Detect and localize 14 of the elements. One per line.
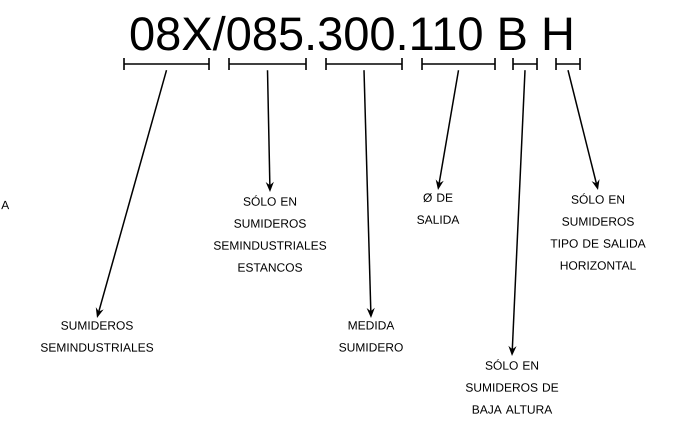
bracket bbox=[123, 57, 210, 71]
bracket bbox=[555, 57, 581, 71]
bracket bbox=[228, 57, 307, 71]
description-text: SÓLO EN SUMIDEROS SEMINDUSTRIALES ESTANCOS bbox=[214, 195, 326, 272]
description-text: SÓLO EN SUMIDEROS DE BAJA ALTURA bbox=[466, 359, 558, 414]
code-text: 08X/085.300.110 B H bbox=[130, 16, 572, 50]
description-text: Ø DE SALIDA bbox=[417, 193, 460, 224]
description-text: SUMIDEROS SEMINDUSTRIALES bbox=[40, 321, 154, 352]
bracket bbox=[325, 57, 403, 71]
description-text: SÓLO EN SUMIDEROS TIPO DE SALIDA HORIZONTAL bbox=[550, 193, 646, 270]
cut-off-text: A bbox=[1, 200, 10, 210]
bracket bbox=[421, 57, 496, 71]
bracket bbox=[512, 57, 538, 71]
description-text: MEDIDA SUMIDERO bbox=[339, 321, 403, 352]
